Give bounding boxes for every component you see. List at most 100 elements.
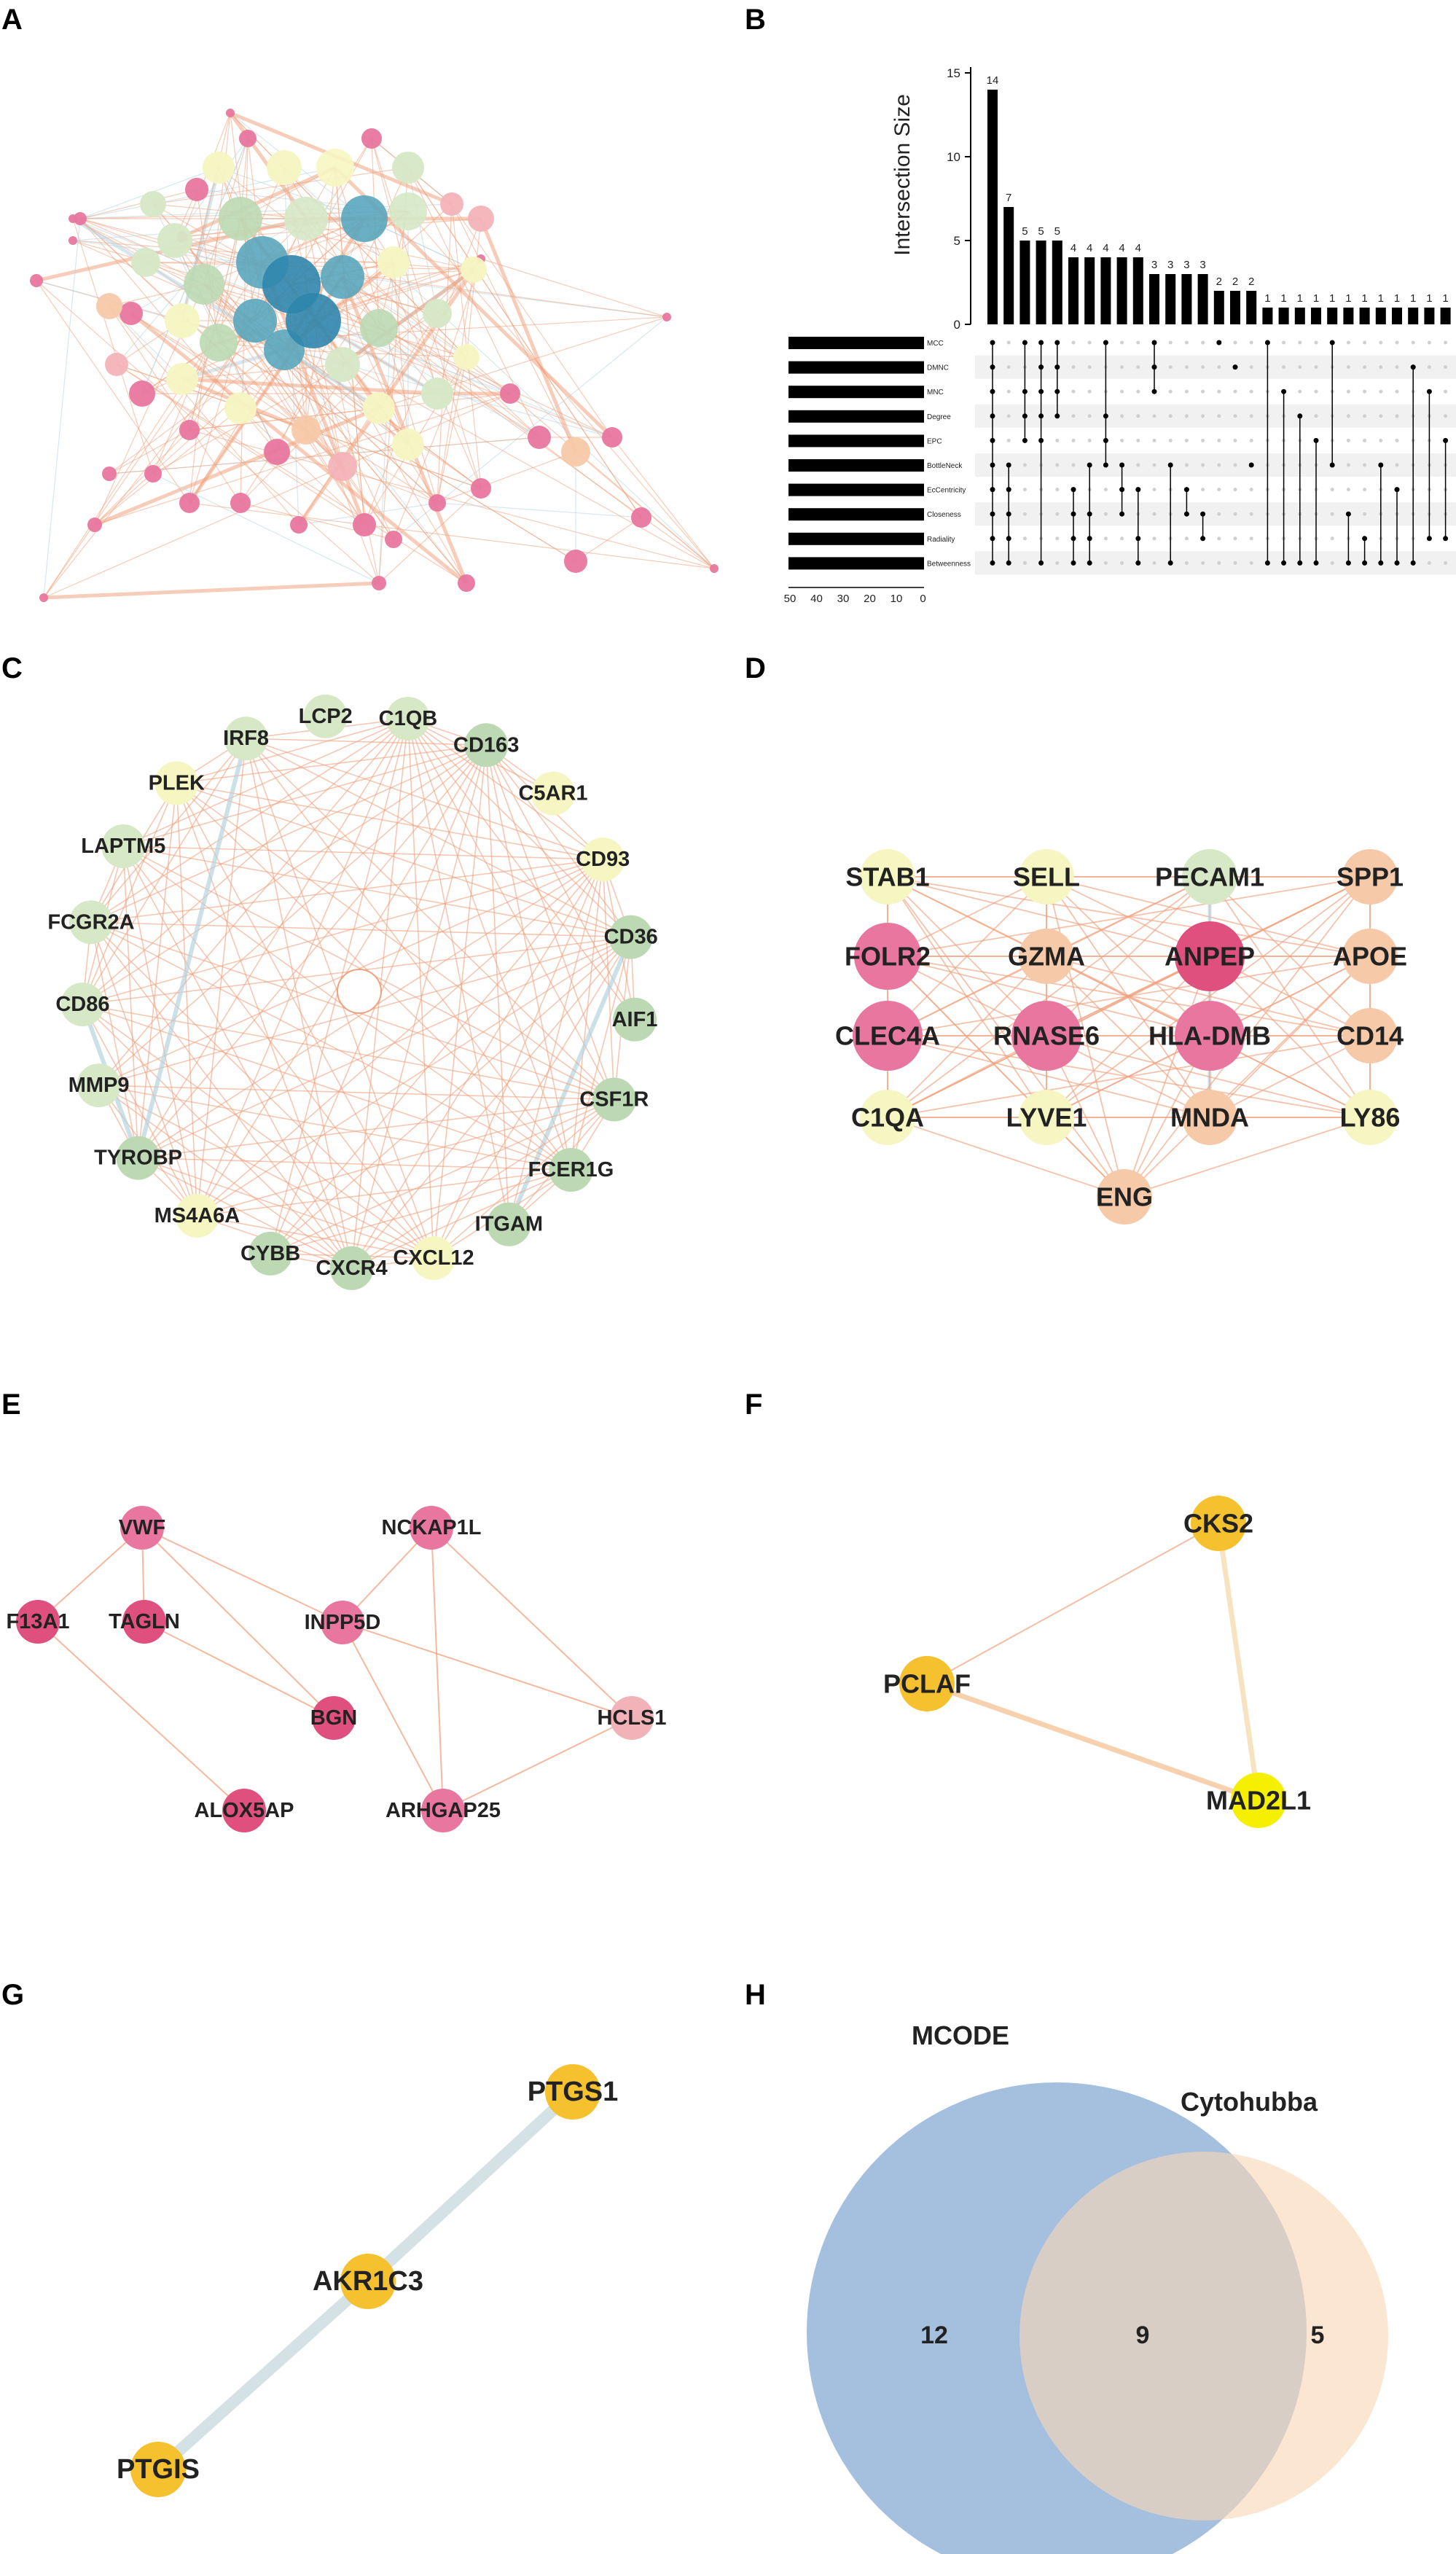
upset-matrix-dot [1055, 512, 1060, 516]
upset-bar-label: 4 [1119, 242, 1124, 254]
network-a-edge [218, 167, 365, 219]
network-c-node [608, 915, 653, 959]
network-a-node [468, 206, 494, 232]
upset-matrix-dot [1216, 340, 1222, 345]
network-e-label: NCKAP1L [382, 1516, 482, 1539]
network-c-node [592, 1077, 636, 1122]
network-c-edge [570, 937, 632, 1171]
network-a-node [662, 313, 671, 321]
upset-set-tick-label: 30 [837, 593, 850, 605]
network-c-node [60, 982, 105, 1026]
network-a-node [361, 128, 382, 149]
network-a-node [200, 324, 238, 362]
network-c-edge [351, 745, 487, 1269]
upset-matrix-dot [1201, 414, 1205, 418]
upset-matrix-dot [1346, 389, 1350, 394]
network-c-node [69, 900, 113, 945]
upset-bar [1181, 274, 1192, 324]
upset-matrix-dot [1022, 561, 1027, 565]
upset-matrix-dot [1006, 414, 1011, 418]
upset-set-label: Degree [927, 413, 951, 421]
network-c-edge [246, 738, 603, 860]
upset-bar-label: 1 [1280, 292, 1286, 305]
network-a-edge [407, 167, 642, 518]
upset-matrix-dot [1233, 488, 1237, 492]
network-a-node [385, 531, 402, 548]
upset-bar [1165, 274, 1176, 324]
network-a-node [74, 212, 87, 225]
network-c-node [77, 1063, 121, 1108]
network-a-node [458, 574, 475, 592]
network-e-edge [431, 1527, 444, 1811]
upset-matrix-dot [1282, 340, 1286, 345]
network-d-edge [1124, 876, 1371, 1198]
upset-matrix-dot [1201, 488, 1205, 492]
upset-matrix-dot [1427, 340, 1431, 345]
upset-matrix-dot [1363, 414, 1367, 418]
upset-bar [1262, 308, 1273, 324]
upset-bar-label: 3 [1167, 259, 1173, 271]
network-d-label: STAB1 [845, 862, 929, 892]
upset-y-tick-label: 0 [954, 318, 960, 332]
network-a-node [325, 347, 360, 382]
network-d-label: CD14 [1336, 1021, 1404, 1051]
upset-matrix-dot [1071, 463, 1076, 467]
upset-matrix-dot [1120, 561, 1124, 565]
network-c-edge [407, 718, 572, 1171]
network-c-label: IRF8 [223, 727, 269, 750]
network-a-node [372, 576, 386, 590]
network-a-edge [437, 502, 642, 518]
network-c-edge [246, 738, 632, 938]
upset-matrix-dot [1233, 414, 1237, 418]
network-c-edge [137, 718, 409, 1159]
network-c-edge [196, 936, 632, 1217]
network-d-label: LYVE1 [1006, 1103, 1087, 1133]
network-c-center [337, 969, 382, 1014]
network-c-edge [196, 859, 603, 1217]
network-c-node [175, 1193, 219, 1238]
network-a-edge [72, 218, 613, 438]
network-a-edge [94, 393, 511, 526]
upset-matrix-dot [1071, 389, 1076, 394]
network-a-edge [94, 406, 380, 527]
network-a-edge [72, 203, 453, 219]
upset-matrix-dot [1136, 438, 1140, 442]
network-a-node [120, 302, 143, 325]
upset-bar [1375, 308, 1386, 324]
network-a-node [528, 426, 551, 449]
network-a-node [284, 197, 328, 241]
network-a-node [440, 192, 463, 216]
network-d-node [1011, 1001, 1081, 1071]
upset-matrix-dot [1444, 389, 1448, 394]
network-d-label: ANPEP [1165, 942, 1255, 972]
network-a-node [602, 427, 622, 448]
network-a-edge [479, 218, 578, 453]
network-c-label: ITGAM [475, 1213, 543, 1236]
network-f-label: MAD2L1 [1206, 1786, 1311, 1816]
network-a-edge [36, 280, 380, 584]
upset-bar [1311, 308, 1321, 324]
upset-matrix-dot [1006, 340, 1011, 345]
network-a-node [262, 255, 321, 313]
network-a-edge [342, 276, 540, 438]
upset-matrix-dot [1136, 389, 1140, 394]
network-a-edge [79, 218, 241, 409]
network-d-edge [887, 876, 1371, 957]
upset-matrix-dot [1120, 365, 1124, 370]
network-c-edge [138, 1157, 434, 1259]
network-a-edge [407, 167, 438, 314]
network-a-node [131, 248, 160, 277]
network-c-edge [485, 744, 632, 938]
upset-matrix-dot [1152, 463, 1156, 467]
upset-matrix-dot [1379, 365, 1383, 370]
network-c-edge [246, 738, 615, 1101]
venn-label-cytohubba: Cytohubba [1181, 2087, 1318, 2117]
network-a-node [316, 149, 354, 187]
network-a-node [179, 420, 200, 440]
upset-set-bar [788, 557, 924, 570]
network-a-node [353, 513, 376, 536]
network-e-label: ALOX5AP [195, 1799, 294, 1822]
upset-matrix-dot [1071, 438, 1076, 442]
network-c-edge [351, 1098, 615, 1269]
network-d-label: APOE [1333, 942, 1407, 972]
